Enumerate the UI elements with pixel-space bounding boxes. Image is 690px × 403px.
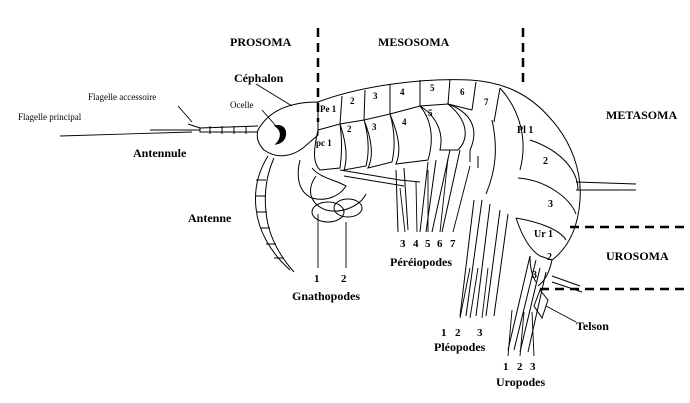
gnathopode-number-2: 2	[341, 273, 347, 285]
segment-pl-3: 3	[548, 199, 553, 210]
segment-pc-4: 4	[402, 117, 407, 127]
label-flagelle-principal: Flagelle principal	[18, 112, 82, 122]
segment-pe1: Pe 1	[320, 104, 337, 114]
label-telson: Telson	[576, 319, 609, 333]
segment-pe-7: 7	[484, 97, 489, 107]
label-uropodes: Uropodes	[496, 375, 545, 389]
region-mesosoma: MESOSOMA	[378, 35, 450, 49]
segment-pe-3: 3	[373, 91, 378, 101]
label-pereiopodes: Péréiopodes	[390, 255, 452, 269]
segment-pc-2: 2	[347, 124, 352, 134]
pereiopode-number-4: 4	[413, 238, 419, 250]
segment-pe-6: 6	[460, 87, 465, 97]
segment-ur1: Ur 1	[534, 229, 553, 240]
ocelle-eye	[275, 125, 286, 144]
segment-pc-3: 3	[372, 122, 377, 132]
cephalon-outline	[257, 102, 318, 156]
label-antenne: Antenne	[188, 211, 232, 225]
metasoma-plates	[500, 88, 578, 240]
segment-pc1: pc 1	[316, 138, 332, 148]
uropode-number-1: 1	[503, 361, 509, 373]
label-flagelle-accessoire: Flagelle accessoire	[88, 92, 156, 102]
pereiopode-number-5: 5	[425, 238, 431, 250]
segment-ur-3: 3	[532, 270, 537, 281]
region-metasoma: METASOMA	[606, 108, 677, 122]
uropode-number-2: 2	[517, 361, 523, 373]
label-antennule: Antennule	[133, 146, 187, 160]
pleopode-number-1: 1	[441, 327, 447, 339]
pereion-plates	[318, 79, 500, 130]
label-pleopodes: Pléopodes	[434, 340, 486, 354]
uropode-number-3: 3	[530, 361, 536, 373]
gnathopodes	[298, 160, 366, 222]
region-prosoma: PROSOMA	[230, 35, 292, 49]
pleopode-number-3: 3	[477, 327, 483, 339]
gnathopode-number-1: 1	[314, 273, 320, 285]
label-ocelle: Ocelle	[230, 100, 253, 110]
segment-ur-2: 2	[547, 252, 552, 263]
segment-pe-5: 5	[430, 83, 435, 93]
segment-pe-4: 4	[400, 87, 405, 97]
pereiopode-number-6: 6	[437, 238, 443, 250]
label-gnathopodes: Gnathopodes	[292, 289, 360, 303]
antenne	[256, 156, 295, 272]
coxal-plates	[315, 104, 474, 170]
region-urosoma: UROSOMA	[606, 249, 669, 263]
segment-pc-5: 5	[428, 108, 433, 118]
segment-pe-2: 2	[350, 96, 355, 106]
pleopode-number-2: 2	[455, 327, 461, 339]
segment-pl-2: 2	[543, 156, 548, 167]
segment-pl1: Pl 1	[517, 125, 533, 136]
pereiopode-number-7: 7	[450, 238, 456, 250]
pereiopode-number-3: 3	[400, 238, 406, 250]
label-cephalon: Céphalon	[234, 71, 284, 85]
